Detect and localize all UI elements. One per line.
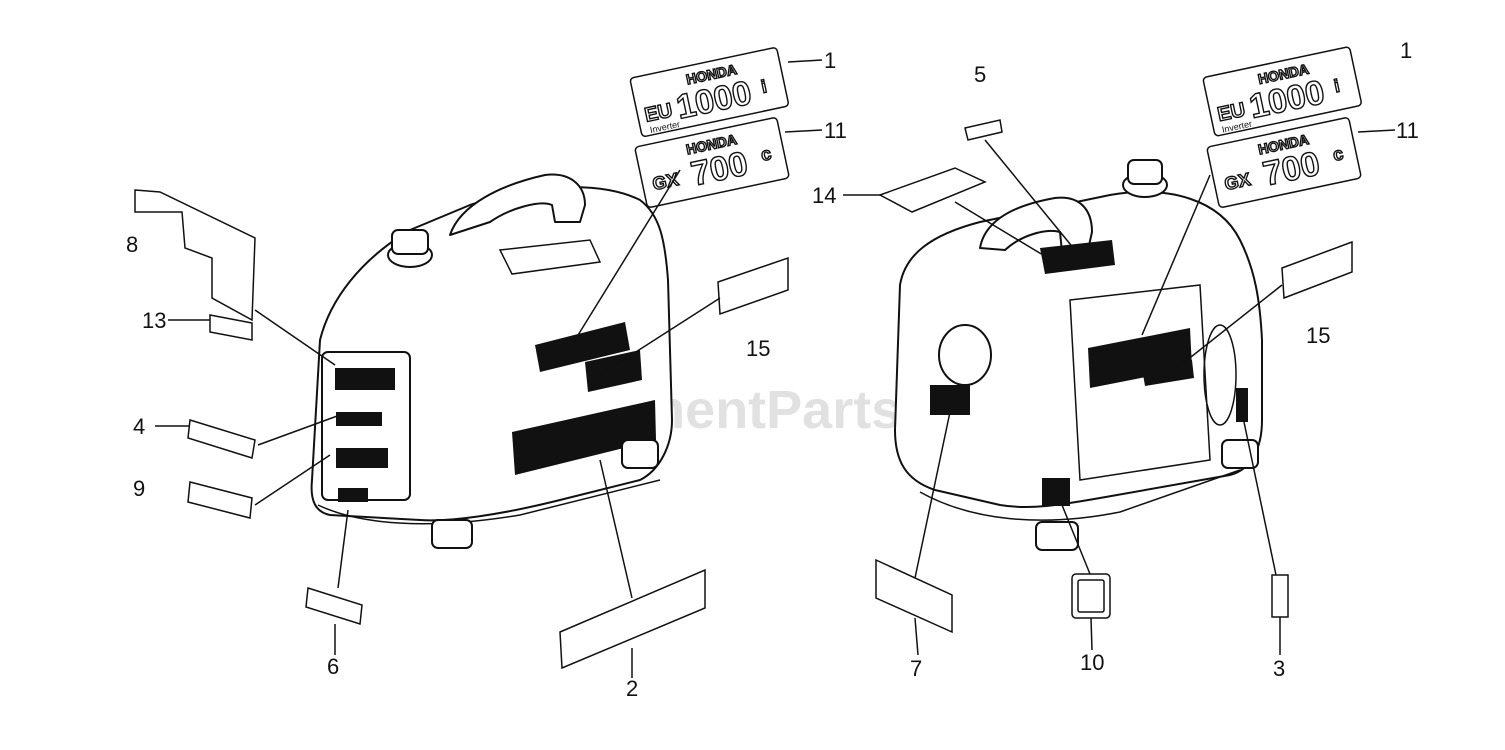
emblem-1-right-suffix: i [1332,76,1341,97]
callout-15-right: 15 [1306,323,1330,348]
callout-8: 8 [126,232,138,257]
emblem-1-right-plate [1202,46,1362,137]
left-front-decal-mid [336,412,382,426]
left-front-decal-top [335,368,395,390]
callout-3: 3 [1273,656,1285,681]
right-front-decal [930,385,970,415]
decal-13 [209,314,253,341]
emblem-11-left: HONDA GX 700 c [634,117,790,208]
left-foot-front [431,519,473,549]
emblem-11-right: HONDA GX 700 c [1206,117,1362,208]
left-side-decal-upper [535,322,630,372]
right-lower-decal [1042,478,1070,506]
callout-1-left: 1 [824,48,836,73]
callout-14: 14 [812,183,836,208]
decal-15-left [717,256,789,316]
left-fuel-cap-top [391,229,429,255]
left-side-decal-lower [512,400,656,475]
callout-10: 10 [1080,650,1104,675]
right-side-oval [1203,324,1237,426]
callout-15-left: 15 [746,336,770,361]
decal-4 [187,419,256,459]
right-top-decal [1040,240,1115,274]
decal-9 [187,481,253,519]
right-foot-front [1035,521,1079,551]
right-side-decal-narrow [1236,388,1248,422]
right-side-panel [1069,284,1211,481]
decal-5 [964,119,1003,141]
emblem-11-left-plate [634,117,790,208]
right-generator [894,159,1263,551]
right-front-circle [938,324,992,386]
leader-lines [155,59,1396,678]
left-handle [449,173,586,236]
callout-13: 13 [142,308,166,333]
decal-7 [875,558,953,634]
callouts-left: 1 11 8 13 15 4 9 6 2 [126,48,847,701]
callout-9: 9 [133,476,145,501]
left-front-decal-low [336,448,388,468]
callout-6: 6 [327,654,339,679]
decal-14 [878,167,987,213]
left-side-decal-small [585,350,642,392]
emblem-11-right-plate [1206,117,1362,208]
emblem-1-left-plate [629,47,789,138]
callout-11-left: 11 [824,118,847,143]
emblem-11-left-suffix: c [759,143,773,165]
left-front-decal-bottom [338,488,368,502]
left-foot-back [621,439,659,469]
decal-8 [134,189,256,322]
callout-11-right: 11 [1396,118,1419,143]
emblem-1-left-suffix: i [759,76,768,97]
emblem-1-left: HONDA EU 1000 i Inverter [629,47,789,138]
callout-1-right: 1 [1400,38,1412,63]
decal-15-right [1281,240,1353,300]
right-base-line [919,469,1241,521]
left-base-line [317,479,661,525]
right-handle [979,196,1093,253]
emblem-11-right-suffix: c [1331,143,1345,165]
callouts-right: 1 5 11 14 15 7 10 3 [812,38,1419,681]
decal-6 [305,587,363,625]
callout-4: 4 [133,414,145,439]
left-top-panel [498,239,602,275]
emblem-1-right: HONDA EU 1000 i Inverter [1202,46,1362,137]
decal-2 [559,568,706,670]
decal-3 [1271,574,1289,618]
callout-5: 5 [974,62,986,87]
right-fuel-cap-top [1127,159,1163,185]
decal-10-inner [1077,579,1105,613]
callout-2: 2 [626,676,638,701]
callout-7: 7 [910,656,922,681]
left-generator [310,173,673,549]
right-side-decal-small [1142,360,1194,386]
